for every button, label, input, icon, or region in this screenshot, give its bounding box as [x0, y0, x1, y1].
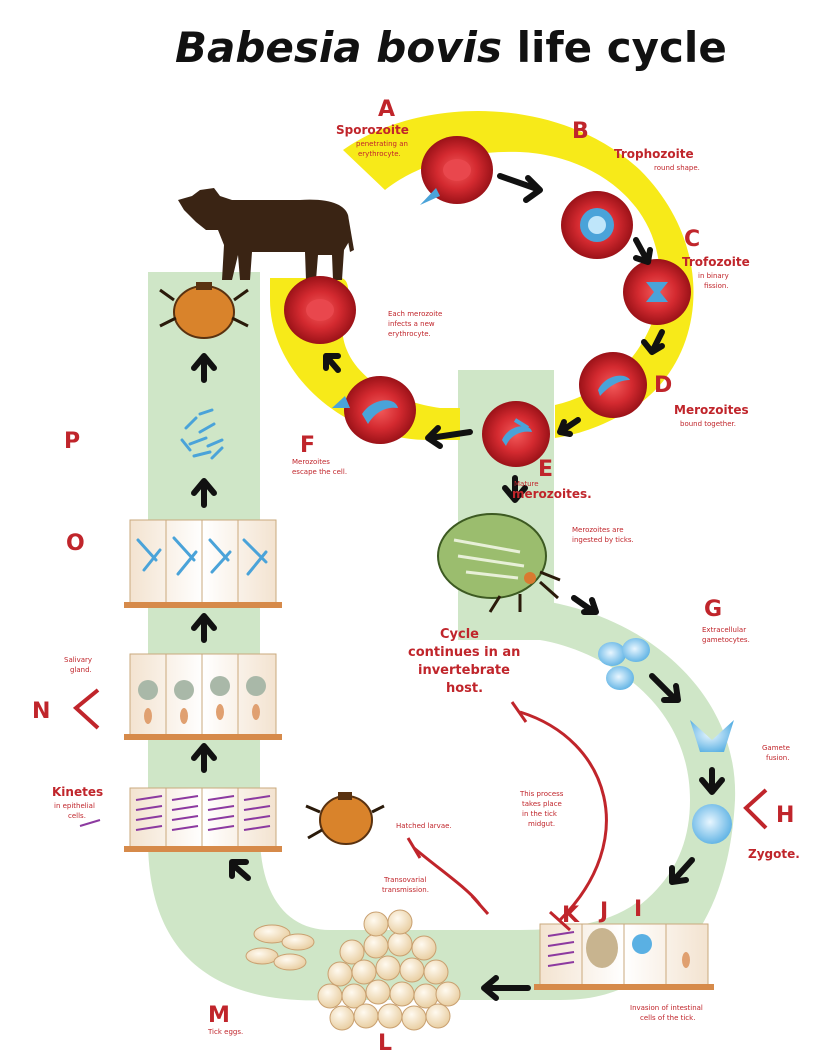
note-midgut-1: This process — [519, 790, 564, 798]
label-O: O — [66, 531, 85, 556]
note-cycle-4: host. — [446, 681, 483, 696]
stage-A-desc2: erythrocyte. — [358, 150, 401, 158]
note-midgut-3: in the tick — [522, 810, 558, 818]
stage-N-gland2: gland. — [70, 666, 92, 674]
label-P: P — [64, 429, 80, 454]
stage-N-desc2: cells. — [68, 812, 86, 820]
label-A: A — [378, 97, 395, 122]
stage-A-desc1: penetrating an — [356, 140, 408, 148]
label-I: I — [634, 897, 642, 922]
stage-N-name: Kinetes — [52, 785, 103, 799]
rbc-new — [284, 276, 356, 344]
stage-E-name: merozoites. — [512, 487, 592, 501]
label-B: B — [572, 119, 589, 144]
stage-N-desc1: in epithelial — [54, 802, 95, 810]
label-N: N — [32, 699, 50, 724]
intestinal-cells — [534, 924, 714, 990]
stage-D-name: Merozoites — [674, 403, 749, 417]
rbc-B — [561, 191, 633, 259]
cow-icon — [178, 188, 354, 280]
label-J: J — [598, 899, 608, 924]
stage-D-desc1: bound together. — [680, 420, 736, 428]
stage-B-name: Trophozoite — [614, 147, 694, 161]
label-D: D — [654, 373, 672, 398]
salivary-cells-N — [124, 654, 282, 740]
label-H: H — [776, 803, 794, 828]
stage-C-desc2: fission. — [704, 282, 729, 290]
label-C: C — [684, 227, 700, 252]
stage-F-desc1: Merozoites — [292, 458, 330, 466]
note-midgut-4: midgut. — [528, 820, 555, 828]
note-cycle-3: invertebrate — [418, 663, 510, 678]
label-F: F — [300, 433, 315, 458]
stage-K-desc2: cells of the tick. — [640, 1014, 695, 1022]
note-each-1: Each merozoite — [388, 310, 442, 318]
stage-K-desc1: Invasion of intestinal — [630, 1004, 703, 1012]
stage-H-desc1: Gamete — [762, 744, 790, 752]
title-rest: life cycle — [502, 23, 727, 72]
note-ingested-2: ingested by ticks. — [572, 536, 634, 544]
note-ingested-1: Merozoites are — [572, 526, 624, 534]
stage-C-name: Trofozoite — [682, 255, 750, 269]
salivary-cells-O — [124, 520, 282, 608]
note-hatched: Hatched larvae. — [396, 822, 452, 830]
note-midgut-2: takes place — [522, 800, 562, 808]
stage-C-desc1: in binary — [698, 272, 729, 280]
larva-tick-icon — [306, 792, 384, 844]
note-transovarial-1: Transovarial — [383, 876, 426, 884]
note-cycle-1: Cycle — [440, 627, 479, 642]
egg-mass — [318, 910, 460, 1030]
note-each-3: erythrocyte. — [388, 330, 431, 338]
stage-H-desc2: fusion. — [766, 754, 789, 762]
stage-H-name: Zygote. — [748, 847, 800, 861]
stage-G-desc2: gametocytes. — [702, 636, 750, 644]
rbc-C — [623, 259, 691, 325]
stage-N-gland1: Salivary — [64, 656, 92, 664]
note-cycle-2: continues in an — [408, 645, 520, 660]
label-L: L — [378, 1031, 392, 1056]
note-transovarial-2: transmission. — [382, 886, 429, 894]
rbc-D — [579, 352, 647, 418]
label-E: E — [538, 457, 553, 482]
title-species: Babesia bovis — [175, 23, 502, 72]
kinete-cells — [80, 788, 282, 852]
label-K: K — [562, 903, 580, 928]
stage-G-desc1: Extracellular — [702, 626, 746, 634]
figure-title: Babesia bovis life cycle — [175, 23, 727, 72]
label-M: M — [208, 1003, 230, 1028]
stage-F-desc2: escape the cell. — [292, 468, 347, 476]
stage-B-desc1: round shape. — [654, 164, 700, 172]
note-each-2: infects a new — [388, 320, 435, 328]
label-G: G — [704, 597, 722, 622]
stage-A-name: Sporozoite — [336, 123, 409, 137]
stage-M-desc1: Tick eggs. — [207, 1028, 243, 1036]
